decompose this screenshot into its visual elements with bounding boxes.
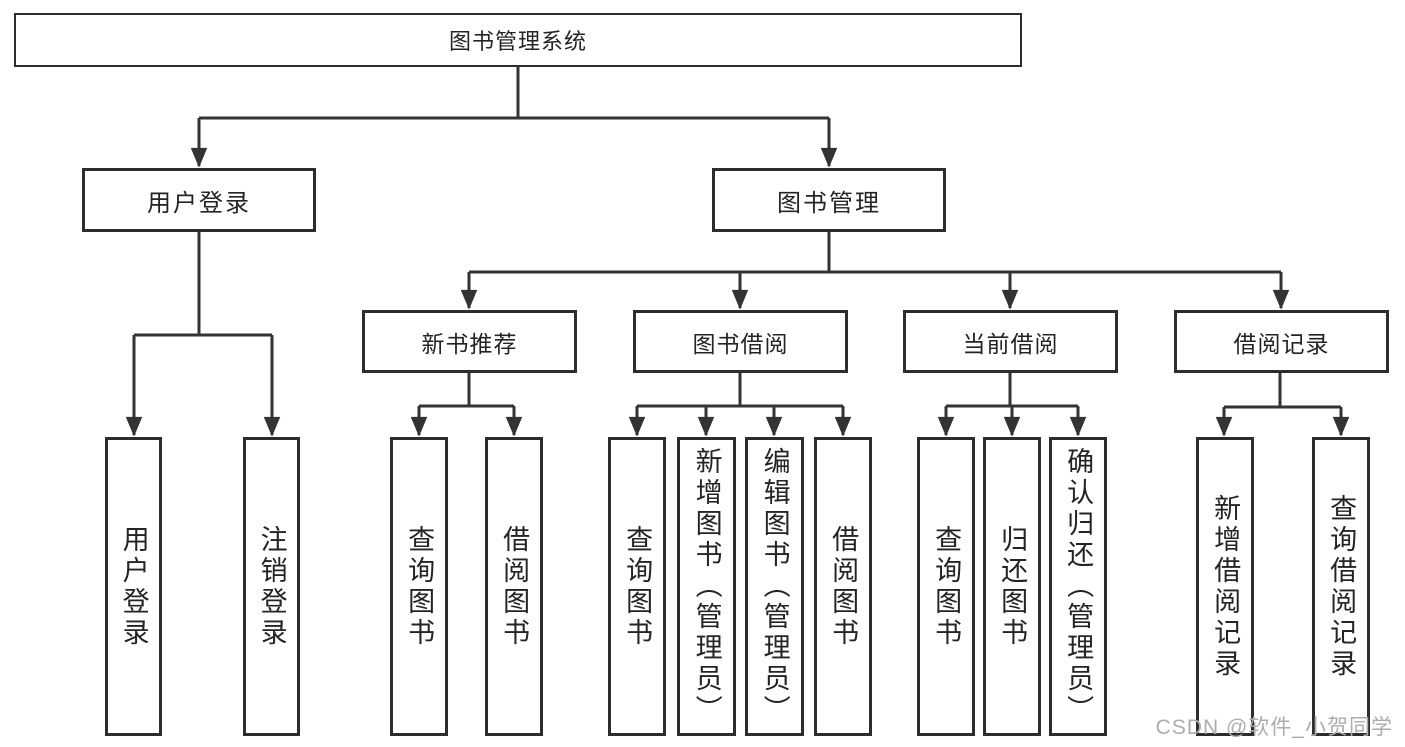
node-label: 借阅图书: [828, 524, 859, 649]
node-new-book-recommendation: 新书推荐: [362, 310, 577, 373]
node-label: 注销登录: [256, 524, 287, 649]
node-query-books-recommend: 查询图书: [390, 437, 448, 736]
node-user-login: 用户登录: [82, 168, 316, 232]
node-return-books: 归还图书: [983, 437, 1041, 736]
node-query-borrow-record: 查询借阅记录: [1312, 437, 1370, 736]
connector-user-login-children: [125, 232, 281, 437]
node-book-management: 图书管理: [712, 168, 946, 232]
node-label: 编辑图书（管理员）: [759, 447, 790, 726]
node-label: 确认归还（管理员）: [1063, 447, 1094, 726]
node-borrow-books-recommend: 借阅图书: [485, 437, 543, 736]
node-label: 图书管理系统: [448, 29, 587, 54]
connector-root-to-level2: [190, 67, 838, 168]
node-label: 用户登录: [147, 189, 251, 217]
node-library-management-system: 图书管理系统: [14, 13, 1022, 67]
node-book-borrowing: 图书借阅: [633, 310, 848, 373]
node-label: 新书推荐: [421, 330, 518, 357]
node-query-books-current: 查询图书: [917, 437, 975, 736]
connector-new-book-children: [410, 373, 523, 437]
connector-book-borrow-children: [628, 373, 852, 437]
node-label: 归还图书: [997, 524, 1028, 649]
connector-book-management-sections: [460, 232, 1290, 310]
connector-borrow-records-children: [1215, 373, 1350, 437]
connector-current-borrow-children: [937, 373, 1087, 437]
node-borrowing-records: 借阅记录: [1174, 310, 1389, 373]
node-label: 新增借阅记录: [1210, 493, 1241, 680]
node-label: 当前借阅: [962, 330, 1059, 357]
node-current-borrowing: 当前借阅: [903, 310, 1118, 373]
node-edit-book-admin: 编辑图书（管理员）: [745, 437, 804, 736]
node-label: 查询借阅记录: [1326, 493, 1357, 680]
node-label: 查询图书: [931, 524, 962, 649]
node-label: 查询图书: [404, 524, 435, 649]
node-borrow-books-borrowing: 借阅图书: [814, 437, 872, 736]
node-label: 新增图书（管理员）: [691, 447, 722, 726]
node-user-login-action: 用户登录: [105, 437, 162, 736]
node-label: 借阅图书: [499, 524, 530, 649]
node-label: 查询图书: [622, 524, 653, 649]
node-label: 借阅记录: [1233, 330, 1330, 357]
node-logout-action: 注销登录: [243, 437, 300, 736]
node-add-book-admin: 新增图书（管理员）: [677, 437, 736, 736]
node-label: 图书管理: [777, 189, 881, 217]
watermark: CSDN @软件_小贺同学: [1155, 716, 1393, 739]
node-confirm-return-admin: 确认归还（管理员）: [1049, 437, 1107, 736]
node-label: 用户登录: [118, 524, 149, 649]
node-query-books-borrowing: 查询图书: [608, 437, 666, 736]
node-label: 图书借阅: [692, 330, 789, 357]
node-add-borrow-record: 新增借阅记录: [1196, 437, 1254, 736]
